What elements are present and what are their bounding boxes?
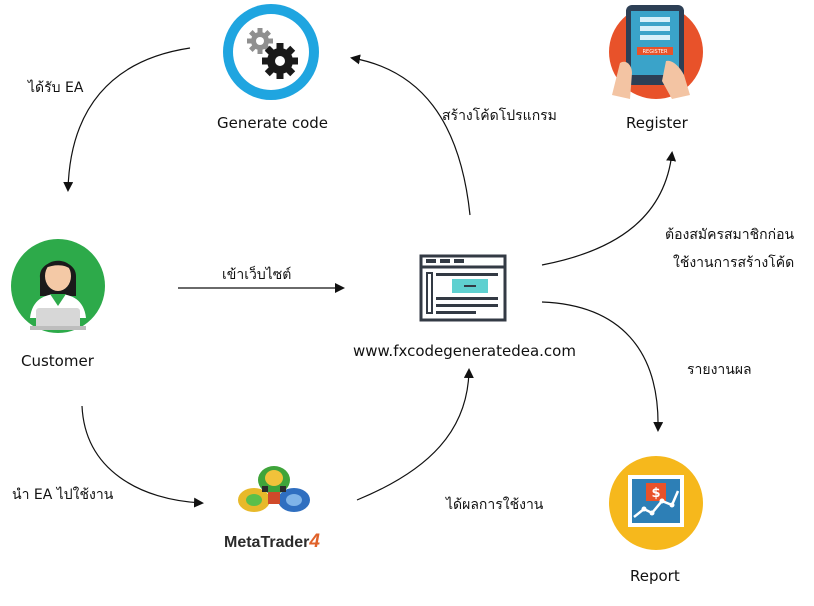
register-tablet-icon: REGISTER (609, 5, 703, 99)
edge-label-receive-ea: ได้รับ EA (28, 80, 84, 96)
customer-label: Customer (21, 352, 94, 370)
edge-label-must-register-1: ต้องสมัครสมาชิกก่อน (665, 227, 795, 243)
arrow-website-to-report (541, 301, 664, 432)
report-badge-text: $ (651, 486, 660, 501)
register-badge-text: REGISTER (643, 49, 668, 55)
metatrader-label: MetaTrader4 (224, 531, 320, 553)
arrow-website-to-register (541, 151, 677, 266)
report-label: Report (630, 567, 680, 585)
metatrader-version: 4 (309, 531, 320, 552)
edge-label-use-ea: นำ EA ไปใช้งาน (12, 487, 114, 503)
edge-label-usage-result: ได้ผลการใช้งาน (446, 497, 544, 513)
register-label: Register (626, 114, 688, 132)
arrow-website-to-generate (350, 54, 471, 216)
report-chart-icon: $ (609, 456, 703, 550)
edge-label-must-register-2: ใช้งานการสร้างโค้ด (673, 255, 795, 271)
arrow-generate-to-customer (63, 47, 191, 192)
metatrader-name: MetaTrader (224, 534, 310, 551)
metatrader-logo-icon (238, 466, 310, 512)
generate-code-label: Generate code (217, 114, 328, 132)
arrow-customer-to-metatrader (81, 405, 204, 508)
website-label[interactable]: www.fxcodegeneratedea.com (353, 342, 576, 360)
customer-avatar-icon (11, 239, 105, 333)
arrow-metatrader-to-website (356, 368, 474, 501)
edge-label-create-program: สร้างโค้ดโปรแกรม (442, 108, 557, 124)
gears-icon (223, 4, 319, 100)
webpage-icon (419, 254, 507, 322)
edge-label-visit-site: เข้าเว็บไซต์ (222, 267, 292, 283)
edge-label-report-result: รายงานผล (687, 362, 752, 378)
